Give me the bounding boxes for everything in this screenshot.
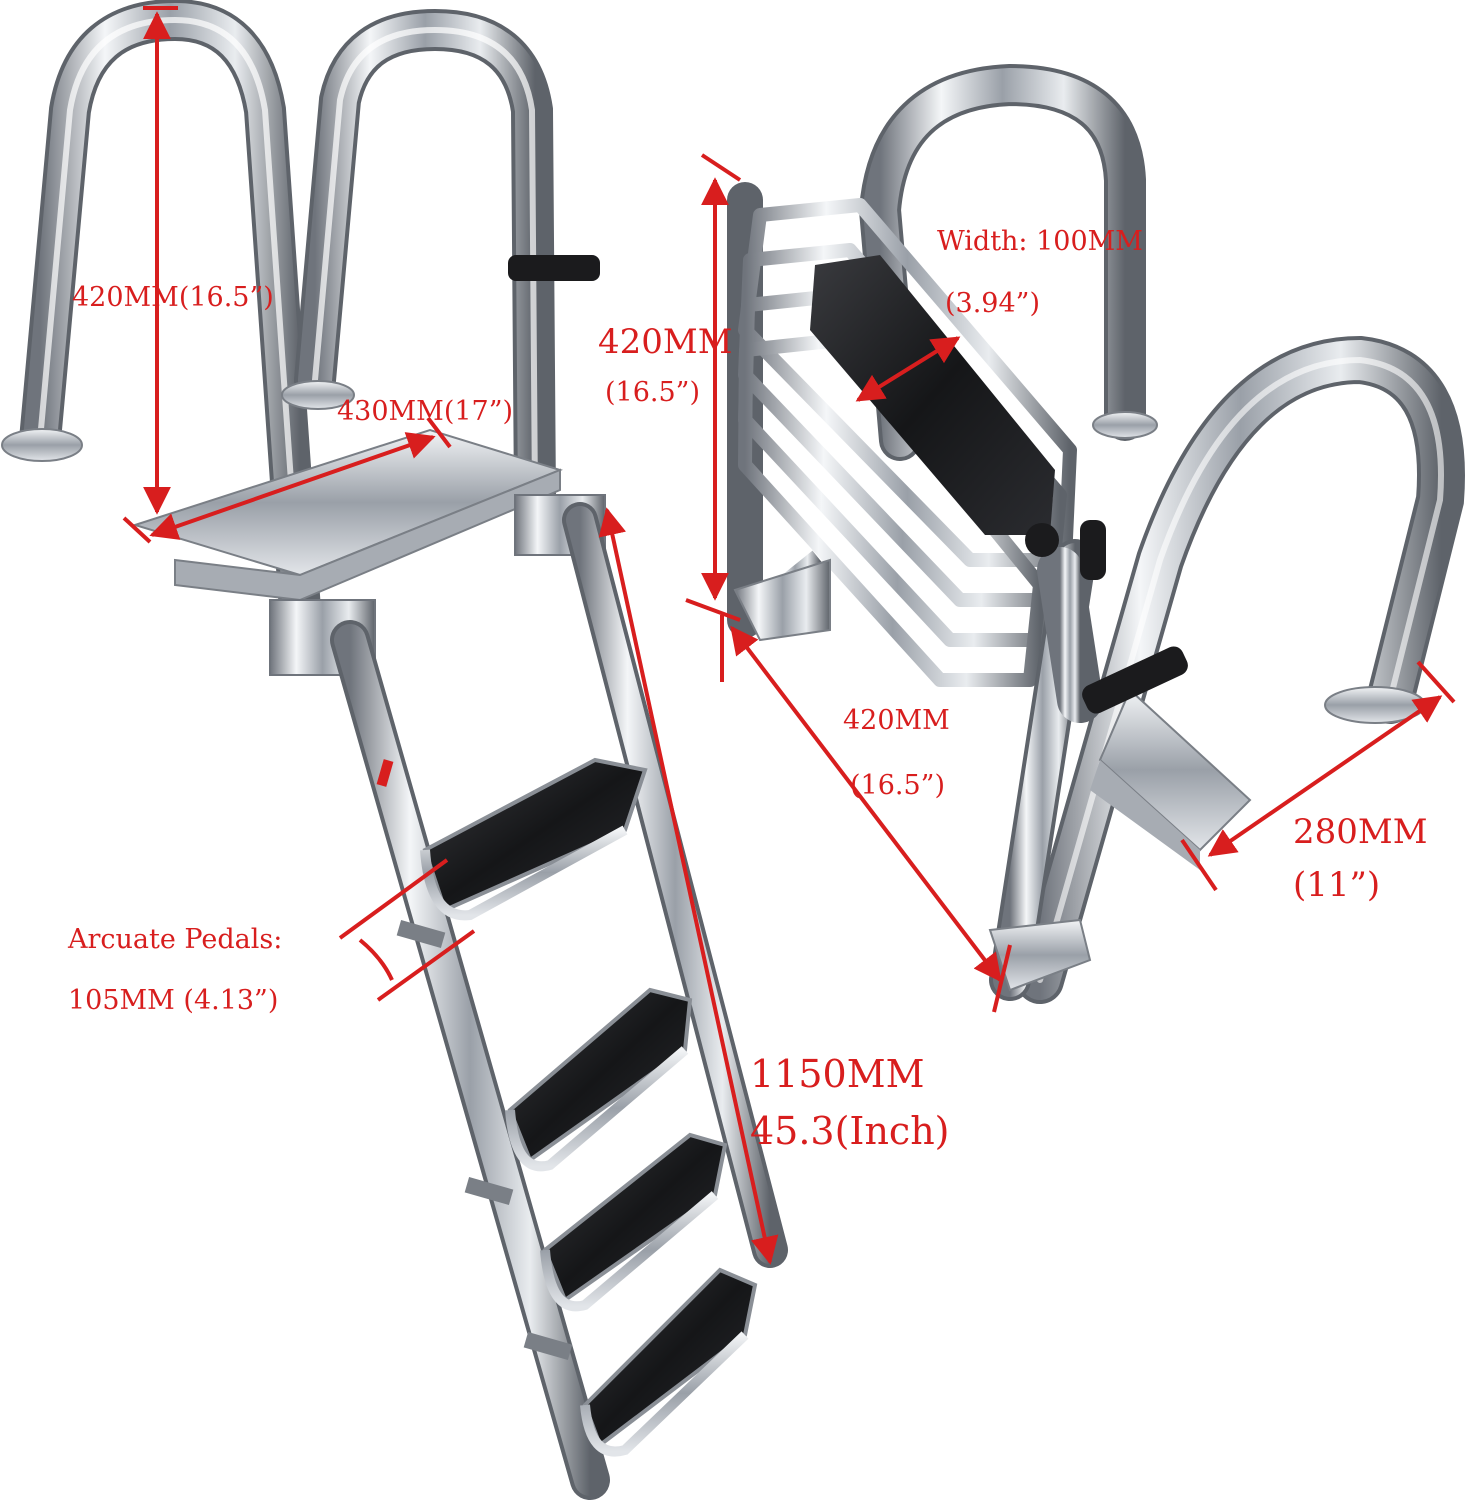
dim-arrow-base-width [1180, 660, 1456, 892]
right-height-label-line2: (16.5”) [605, 377, 700, 408]
dim-arrow-ladder-length [598, 507, 779, 1265]
dimension-arrows [122, 6, 1456, 1265]
dim-arrow-hoop-height [143, 6, 178, 515]
step-width-label-line2: (3.94”) [945, 288, 1040, 319]
base-width-label-line1: 280MM [1293, 812, 1428, 852]
pedal-label-line1: Arcuate Pedals: [68, 924, 283, 955]
dim-arrow-pedal-leader [338, 858, 476, 1002]
left-width-label: 430MM(17”) [337, 396, 514, 427]
right-height-label-line1: 420MM [598, 322, 733, 362]
ladder-length-label-line2: 45.3(Inch) [750, 1109, 950, 1153]
dim-arrow-right-height [685, 153, 742, 622]
diagonal-label-line1: 420MM [843, 705, 950, 736]
left-ladder [1, 0, 788, 1500]
dim-arrow-step-width [855, 336, 961, 402]
base-width-label-line2: (11”) [1293, 865, 1381, 905]
dim-arrow-right-diagonal [720, 615, 1012, 1013]
dim-arrow-left-width [122, 416, 452, 544]
pedal-label-line2: 105MM (4.13”) [68, 985, 279, 1016]
diagonal-label-line2: (16.5”) [850, 770, 945, 801]
hoop-height-label: 420MM(16.5”) [72, 282, 274, 313]
step-width-label-line1: Width: 100MM [937, 226, 1143, 257]
ladder-length-label-line1: 1150MM [750, 1052, 925, 1096]
right-ladder [727, 63, 1465, 1004]
